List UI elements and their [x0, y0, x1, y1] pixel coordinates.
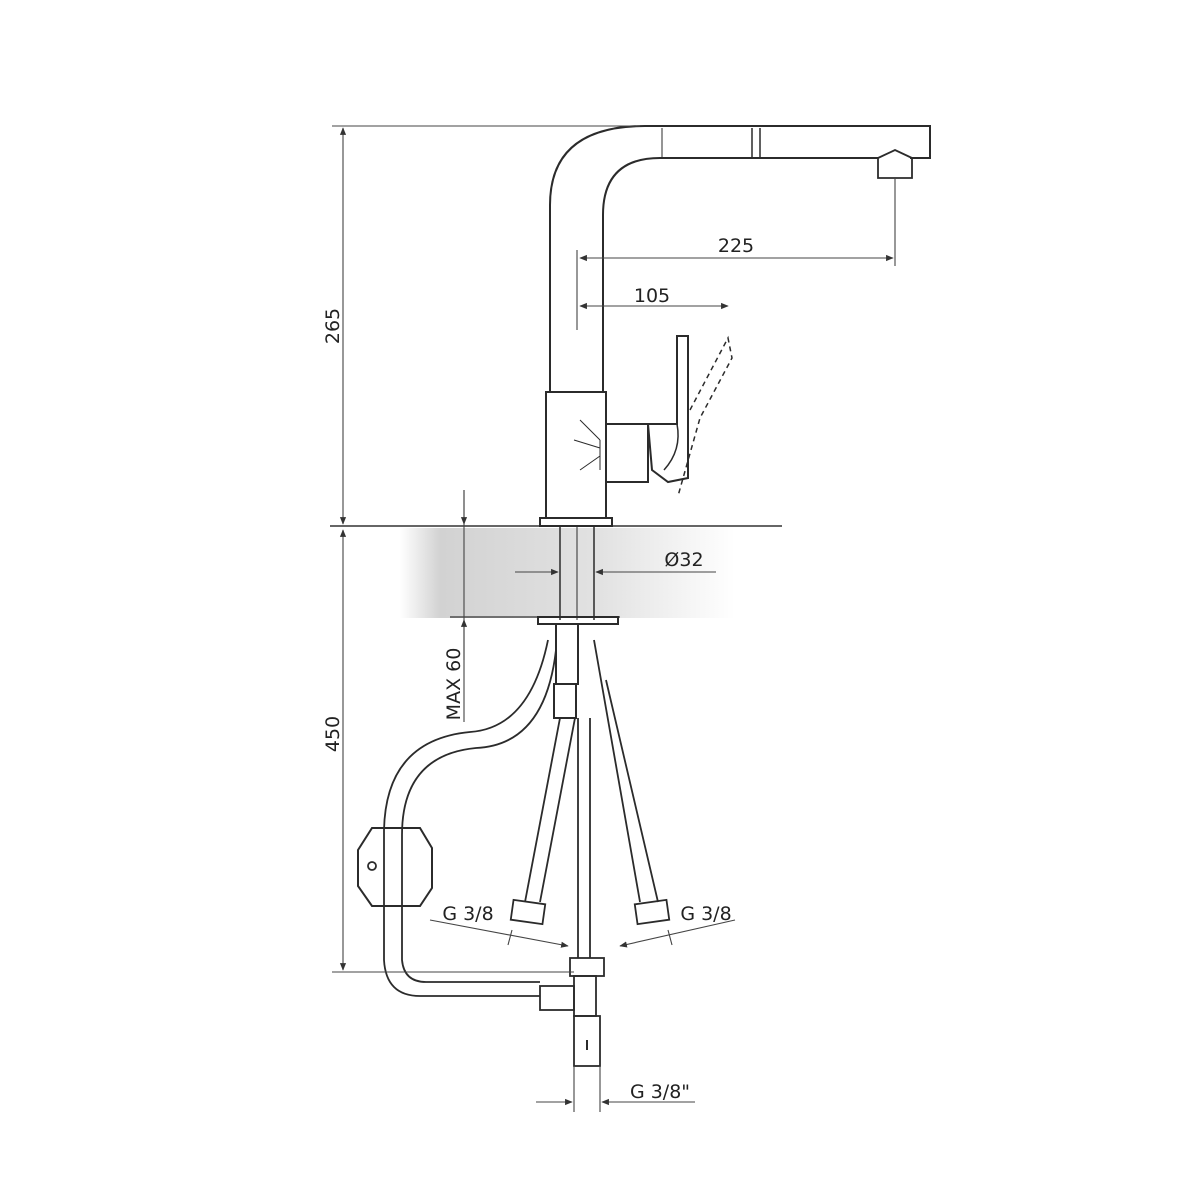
dim-g38-left-line	[429, 919, 569, 948]
label-hose-left: G 3/8	[442, 903, 493, 925]
counter-weight	[357, 827, 433, 907]
fixing-washer	[537, 616, 619, 625]
tee-connector-body	[573, 975, 597, 1017]
lever-handle-inner	[663, 423, 679, 471]
fixing-nut	[555, 623, 579, 685]
hose-left	[524, 717, 576, 903]
tee-connector-side	[539, 985, 575, 1011]
dim-g38-right-line	[619, 919, 736, 948]
label-lever-reach: 105	[634, 285, 670, 307]
dim-g38-right-ext	[667, 929, 673, 946]
countertop-shade	[400, 528, 735, 618]
center-hose	[577, 718, 591, 958]
label-hose-right: G 3/8	[680, 903, 731, 925]
pullout-loop-outer	[383, 639, 549, 997]
pullout-loop-inner	[401, 649, 557, 983]
dim-g38-left-ext	[507, 929, 513, 946]
spout-inner	[602, 157, 878, 392]
main-body	[545, 391, 607, 519]
hose-left-nut	[509, 898, 547, 926]
label-inlet: G 3/8"	[630, 1081, 690, 1103]
fixing-nut-lower	[553, 683, 577, 719]
faucet-body	[537, 125, 931, 719]
hose-right-nut	[633, 898, 671, 926]
lever-housing	[606, 423, 649, 483]
cartridge-rays	[573, 419, 601, 471]
lever-handle	[647, 335, 689, 484]
label-height-below: 450	[322, 716, 344, 752]
label-max-thickness: MAX 60	[443, 648, 465, 721]
counter-weight-hole	[367, 861, 377, 871]
tee-connector-bottom	[573, 1015, 601, 1067]
countertop	[330, 525, 782, 618]
tee-connector-top	[569, 957, 605, 977]
hose-right	[593, 639, 659, 903]
dimensions	[332, 125, 896, 1112]
label-reach: 225	[718, 235, 754, 257]
hoses	[357, 639, 671, 1067]
dimension-labels: 265 450 225 105 Ø32 MAX 60 G 3/8 G 3/8 G…	[322, 235, 754, 1103]
aerator-head	[877, 149, 913, 179]
spout-outer	[549, 125, 931, 392]
label-hole-diameter: Ø32	[664, 549, 703, 571]
lever-open-position	[677, 335, 733, 497]
label-height-above: 265	[322, 308, 344, 344]
base-flange	[539, 517, 613, 527]
